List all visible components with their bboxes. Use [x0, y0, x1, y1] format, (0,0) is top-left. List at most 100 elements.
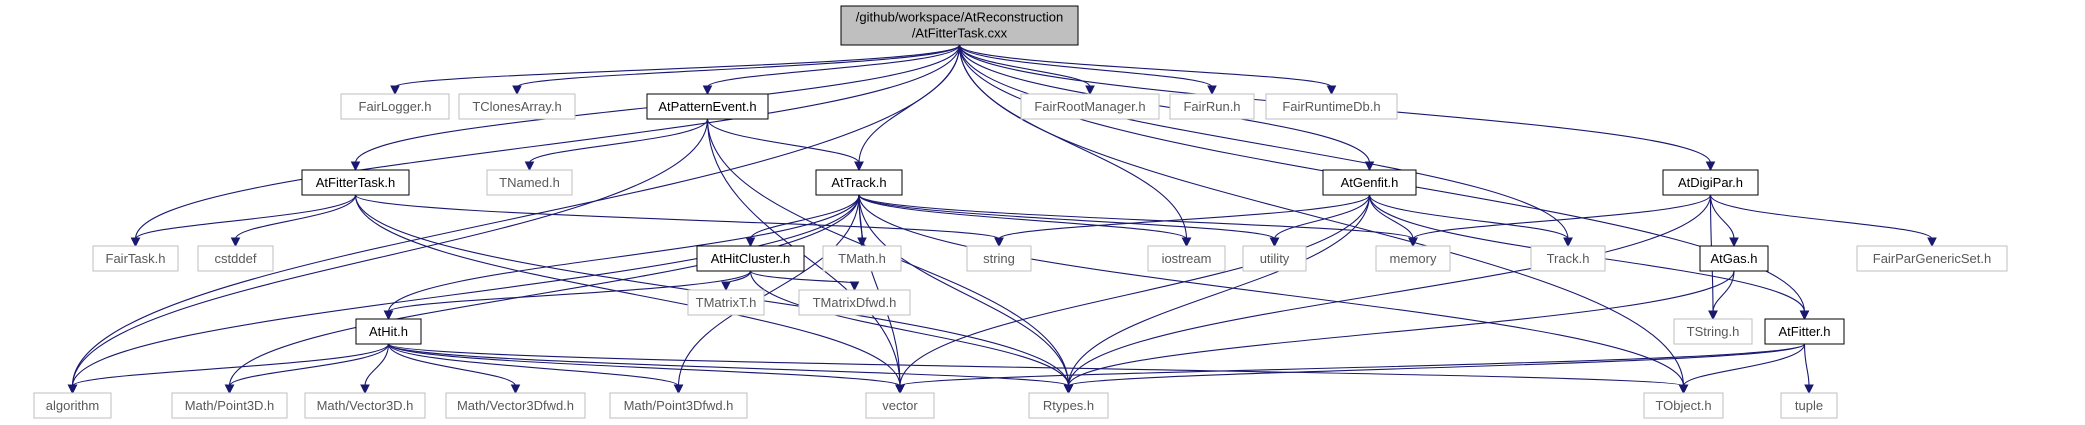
- svg-text:AtFitterTask.h: AtFitterTask.h: [316, 175, 395, 190]
- node-tuple: tuple: [1780, 392, 1838, 419]
- svg-text:Math/Vector3Dfwd.h: Math/Vector3Dfwd.h: [457, 398, 574, 413]
- node-point3dfwd: Math/Point3Dfwd.h: [609, 392, 748, 419]
- node-vector3dfwd: Math/Vector3Dfwd.h: [445, 392, 586, 419]
- node-atgenfit[interactable]: AtGenfit.h: [1322, 169, 1417, 196]
- svg-text:Math/Vector3D.h: Math/Vector3D.h: [317, 398, 414, 413]
- edge-root-to-iostream: [958, 44, 1188, 240]
- svg-text:AtHitCluster.h: AtHitCluster.h: [711, 251, 790, 266]
- edge-attrack-to-athitcluster: [749, 194, 860, 240]
- edge-atgenfit-to-memory: [1368, 194, 1414, 240]
- svg-text:Track.h: Track.h: [1547, 251, 1590, 266]
- edge-atfitter-to-tobject: [1682, 343, 1806, 387]
- arrowhead-attrack: [854, 161, 864, 172]
- edge-athit-to-point3dfwd: [387, 343, 680, 387]
- edge-atdigipar-to-fairpargenericset: [1709, 194, 1933, 240]
- edge-root-to-fairtask: [134, 44, 961, 240]
- edge-atgenfit-to-string: [998, 194, 1371, 240]
- arrowhead-atfittertask: [350, 161, 361, 172]
- node-tclonesarray: TClonesArray.h: [458, 93, 576, 120]
- node-tmatrixdfwd: TMatrixDfwd.h: [798, 289, 911, 316]
- svg-text:TMath.h: TMath.h: [838, 251, 886, 266]
- node-atfittertask[interactable]: AtFitterTask.h: [301, 169, 410, 196]
- node-atpatternevent[interactable]: AtPatternEvent.h: [646, 93, 769, 120]
- svg-text:TObject.h: TObject.h: [1655, 398, 1711, 413]
- arrowhead-vector3d: [360, 384, 370, 395]
- edge-root-to-fairlogger: [394, 44, 961, 88]
- svg-text:FairTask.h: FairTask.h: [106, 251, 166, 266]
- edge-atdigipar-to-rtypes: [1067, 194, 1712, 387]
- svg-text:algorithm: algorithm: [46, 398, 99, 413]
- edge-attrack-to-point3dfwd: [677, 194, 860, 387]
- arrowhead-point3d: [224, 384, 235, 395]
- svg-text:TNamed.h: TNamed.h: [499, 175, 560, 190]
- node-athitcluster[interactable]: AtHitCluster.h: [696, 245, 805, 272]
- svg-text:TClonesArray.h: TClonesArray.h: [472, 99, 561, 114]
- edge-athit-to-point3d: [228, 343, 390, 387]
- node-attrack[interactable]: AtTrack.h: [815, 169, 903, 196]
- edge-root-to-tclonesarray: [516, 44, 961, 88]
- edge-athitcluster-to-rtypes: [749, 270, 1070, 387]
- node-string: string: [966, 245, 1032, 272]
- node-atfitter[interactable]: AtFitter.h: [1764, 318, 1845, 345]
- arrowhead-vector3dfwd: [510, 384, 521, 395]
- edge-root-to-tobject: [958, 44, 1685, 387]
- node-tmath: TMath.h: [822, 245, 902, 272]
- edge-atfitter-to-rtypes: [1067, 343, 1806, 387]
- edge-attrack-to-tobject: [858, 194, 1685, 387]
- arrowhead-utility: [1269, 237, 1280, 248]
- edge-attrack-to-iostream: [858, 194, 1188, 240]
- arrowhead-tstring: [1708, 310, 1718, 321]
- arrowhead-tmatrixt: [721, 281, 731, 292]
- edge-athit-to-vector3d: [364, 343, 390, 387]
- svg-text:AtFitter.h: AtFitter.h: [1778, 324, 1830, 339]
- svg-text:vector: vector: [882, 398, 918, 413]
- arrowhead-tuple: [1804, 384, 1814, 395]
- node-vector3d: Math/Vector3D.h: [304, 392, 426, 419]
- edge-atfitter-to-tuple: [1803, 343, 1810, 387]
- edge-atfittertask-to-fairtask: [134, 194, 357, 240]
- edge-atgenfit-to-vector: [899, 194, 1371, 387]
- edge-atfittertask-to-cstddef: [234, 194, 357, 240]
- edge-attrack-to-algorithm: [71, 194, 860, 387]
- edge-attrack-to-utility: [858, 194, 1276, 240]
- graph-nodes: /github/workspace/AtReconstruction /AtFi…: [33, 5, 2008, 419]
- svg-text:utility: utility: [1260, 251, 1290, 266]
- arrowhead-athit: [383, 310, 394, 321]
- arrowhead-fairrun: [1207, 85, 1217, 96]
- edge-atdigipar-to-memory: [1412, 194, 1712, 240]
- arrowhead-fairtask: [130, 237, 141, 248]
- edge-atpatternevent-to-attrack: [706, 118, 860, 164]
- node-atdigipar[interactable]: AtDigiPar.h: [1662, 169, 1759, 196]
- edge-root-to-fairrootmanager: [958, 44, 1091, 88]
- node-atgas[interactable]: AtGas.h: [1699, 245, 1769, 272]
- svg-text:AtGenfit.h: AtGenfit.h: [1341, 175, 1399, 190]
- edge-attrack-to-memory: [858, 194, 1414, 240]
- node-root-file[interactable]: /github/workspace/AtReconstruction /AtFi…: [840, 5, 1079, 46]
- svg-text:memory: memory: [1390, 251, 1437, 266]
- edge-atgenfit-to-rtypes: [1067, 194, 1371, 387]
- node-fairpargenericset: FairParGenericSet.h: [1856, 245, 2008, 272]
- arrowhead-fairruntimedb: [1326, 85, 1337, 96]
- edge-attrack-to-rtypes: [858, 194, 1070, 387]
- arrowhead-iostream: [1181, 237, 1192, 248]
- arrowhead-atpatternevent: [702, 85, 713, 96]
- svg-text:FairRootManager.h: FairRootManager.h: [1034, 99, 1145, 114]
- node-fairruntimedb: FairRuntimeDb.h: [1265, 93, 1398, 120]
- arrowhead-rtypes: [1063, 384, 1074, 395]
- arrowhead-algorithm: [67, 384, 78, 395]
- node-fairrun: FairRun.h: [1169, 93, 1255, 120]
- svg-text:TMatrixT.h: TMatrixT.h: [696, 295, 757, 310]
- node-athit[interactable]: AtHit.h: [355, 318, 422, 345]
- arrowhead-atfitter: [1799, 310, 1810, 321]
- edge-atpatternevent-to-algorithm: [71, 118, 709, 387]
- edge-atpatternevent-to-tnamed: [528, 118, 709, 164]
- edge-atgas-to-tstring: [1712, 270, 1735, 313]
- svg-text:FairRun.h: FairRun.h: [1183, 99, 1240, 114]
- arrowhead-point3dfwd: [673, 384, 684, 395]
- node-iostream: iostream: [1147, 245, 1226, 272]
- node-tnamed: TNamed.h: [486, 169, 573, 196]
- svg-text:Rtypes.h: Rtypes.h: [1043, 398, 1094, 413]
- edge-root-to-track: [958, 44, 1569, 240]
- svg-text:AtHit.h: AtHit.h: [369, 324, 408, 339]
